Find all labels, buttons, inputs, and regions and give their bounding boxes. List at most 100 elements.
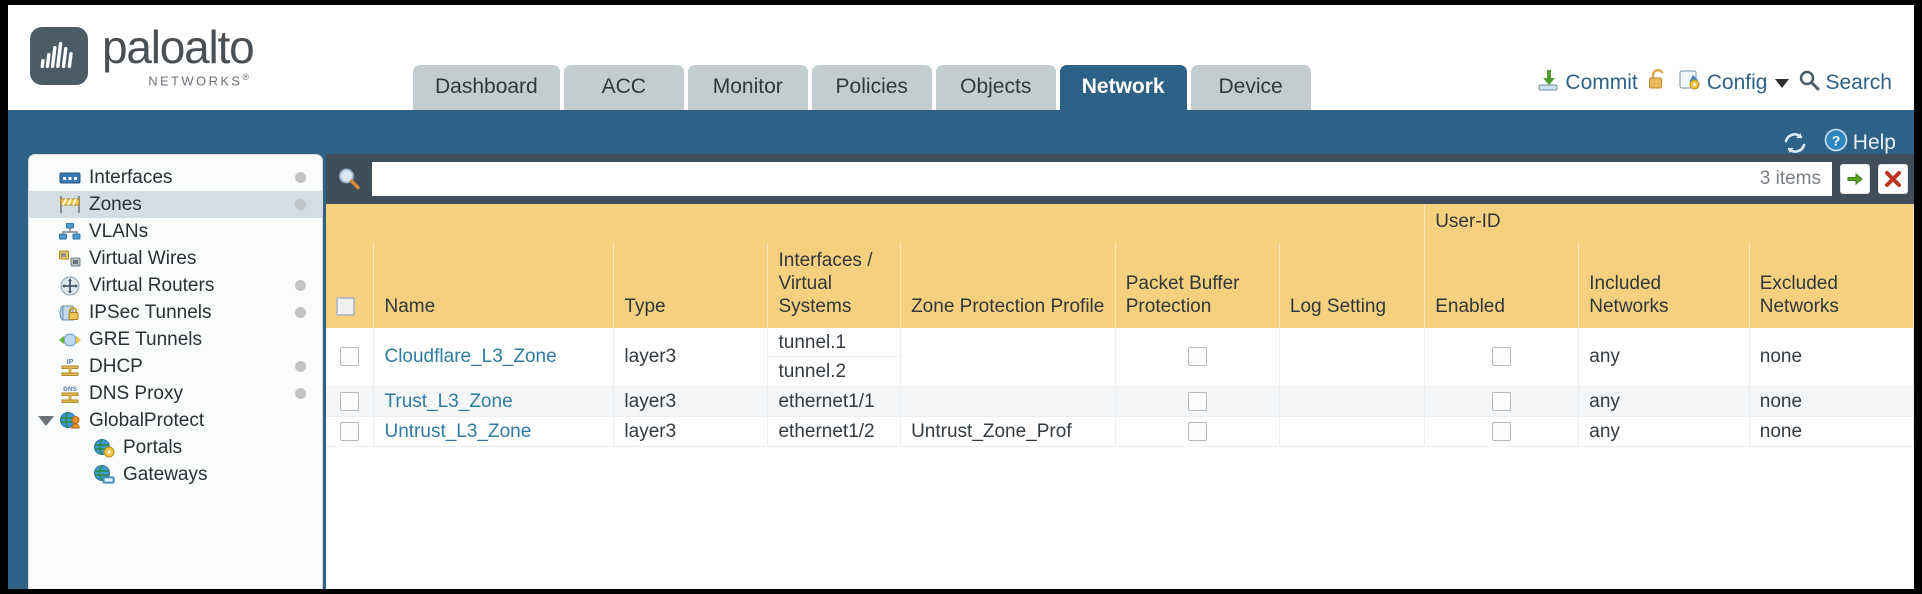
filter-toolbar: 3 items (326, 154, 1914, 204)
row-select-checkbox[interactable] (340, 421, 360, 441)
cell-userid-enabled (1424, 416, 1580, 447)
cell-zone-protection-profile (900, 328, 1116, 387)
commit-icon (1536, 68, 1560, 98)
select-all-checkbox[interactable] (336, 297, 355, 317)
sidebar-item-gre-tunnels[interactable]: GRE Tunnels (29, 326, 322, 353)
sidebar-item-label: Interfaces (89, 166, 173, 188)
sidebar-item-indicator-dot (295, 307, 306, 318)
cell-zone-protection-profile (900, 386, 1116, 417)
column-header-packet-buffer-protection[interactable]: Packet Buffer Protection (1115, 243, 1280, 328)
sidebar-item-label: Virtual Routers (89, 274, 215, 296)
filter-input[interactable]: 3 items (372, 162, 1832, 196)
sidebar-item-indicator-dot (295, 172, 306, 183)
column-header-interfaces-virtual-systems[interactable]: Interfaces / Virtual Systems (767, 243, 902, 328)
column-header-log-setting[interactable]: Log Setting (1279, 243, 1426, 328)
column-header-included-networks[interactable]: Included Networks (1578, 243, 1750, 328)
tab-objects[interactable]: Objects (935, 65, 1056, 110)
tab-device[interactable]: Device (1190, 65, 1311, 110)
cell-type: layer3 (613, 416, 769, 447)
svg-text:?: ? (1832, 133, 1841, 149)
sidebar-item-interfaces[interactable]: Interfaces (29, 164, 322, 191)
config-menu[interactable]: Config (1678, 68, 1790, 98)
column-header-zone-protection-profile[interactable]: Zone Protection Profile (900, 243, 1116, 328)
sidebar-item-label: GlobalProtect (89, 409, 205, 431)
cell-included-networks: any (1578, 416, 1750, 447)
clear-filter-button[interactable] (1878, 164, 1908, 194)
packet-buffer-protection-checkbox[interactable] (1187, 347, 1207, 367)
cell-excluded-networks: none (1749, 386, 1914, 417)
zone-name-link[interactable]: Cloudflare_L3_Zone (384, 346, 557, 367)
tab-dashboard[interactable]: Dashboard (413, 65, 560, 110)
commit-button[interactable]: Commit (1536, 68, 1638, 98)
cell-packet-buffer-protection (1115, 416, 1280, 447)
tab-acc[interactable]: ACC (563, 65, 684, 110)
sidebar-item-label: Gateways (123, 463, 208, 485)
userid-enabled-checkbox[interactable] (1492, 347, 1512, 367)
search-button[interactable]: Search (1798, 69, 1892, 97)
cell-interfaces: ethernet1/1 (767, 386, 902, 417)
sidebar-item-ipsec-tunnels[interactable]: IPSec Tunnels (29, 299, 322, 326)
refresh-icon[interactable] (1782, 131, 1808, 155)
lock-button[interactable] (1647, 68, 1669, 98)
tab-monitor[interactable]: Monitor (687, 65, 808, 110)
dhcp-icon: IP (59, 357, 81, 377)
search-label: Search (1825, 71, 1892, 94)
svg-text:IP: IP (67, 359, 74, 366)
sidebar-item-label: GRE Tunnels (89, 328, 202, 350)
tab-network[interactable]: Network (1059, 65, 1187, 110)
cell-userid-enabled (1424, 328, 1580, 387)
sidebar-item-indicator-dot (295, 361, 306, 372)
column-header-name[interactable]: Name (373, 243, 615, 328)
filter-search-icon[interactable] (334, 166, 364, 192)
packet-buffer-protection-checkbox[interactable] (1187, 391, 1207, 411)
row-select-cell (326, 386, 375, 417)
cell-type: layer3 (613, 386, 769, 417)
cell-interfaces: ethernet1/2 (767, 416, 902, 447)
userid-enabled-checkbox[interactable] (1492, 391, 1512, 411)
sidebar-item-vlans[interactable]: VLANs (29, 218, 322, 245)
column-header-enabled[interactable]: Enabled (1424, 243, 1580, 328)
select-all-header (326, 243, 375, 328)
paloalto-logo: paloalto NETWORKS® (30, 23, 255, 88)
zone-name-link[interactable]: Untrust_L3_Zone (384, 420, 532, 442)
help-button[interactable]: ? Help (1824, 128, 1896, 158)
userid-enabled-checkbox[interactable] (1492, 421, 1512, 441)
zone-name-link[interactable]: Trust_L3_Zone (384, 390, 513, 412)
sidebar-item-virtual-wires[interactable]: Virtual Wires (29, 245, 322, 272)
row-select-checkbox[interactable] (340, 391, 360, 411)
paloalto-logo-mark-icon (30, 26, 88, 85)
zones-icon (59, 195, 81, 215)
row-select-checkbox[interactable] (340, 347, 360, 367)
group-header-row: User-ID (326, 204, 1914, 243)
column-header-excluded-networks[interactable]: Excluded Networks (1749, 243, 1914, 328)
cell-zone-protection-profile: Untrust_Zone_Prof (900, 416, 1116, 447)
sidebar-item-portals[interactable]: Portals (29, 434, 322, 461)
sidebar-item-zones[interactable]: Zones (29, 191, 322, 218)
sidebar-item-globalprotect[interactable]: GlobalProtect (29, 407, 322, 434)
group-header-spacer (326, 204, 1426, 243)
sidebar-item-virtual-routers[interactable]: Virtual Routers (29, 272, 322, 299)
twisty-expanded-icon[interactable] (38, 415, 54, 426)
apply-filter-button[interactable] (1840, 164, 1870, 194)
packet-buffer-protection-checkbox[interactable] (1187, 421, 1207, 441)
help-label: Help (1852, 131, 1896, 154)
lock-icon (1647, 68, 1669, 98)
ipsec-tunnels-icon (59, 303, 81, 323)
tab-policies[interactable]: Policies (811, 65, 932, 110)
banner-actions: ? Help (1782, 128, 1896, 158)
interface-entry: tunnel.2 (778, 361, 847, 382)
sidebar-item-gateways[interactable]: Gateways (29, 461, 322, 488)
column-header-type[interactable]: Type (613, 243, 769, 328)
cell-packet-buffer-protection (1115, 386, 1280, 417)
